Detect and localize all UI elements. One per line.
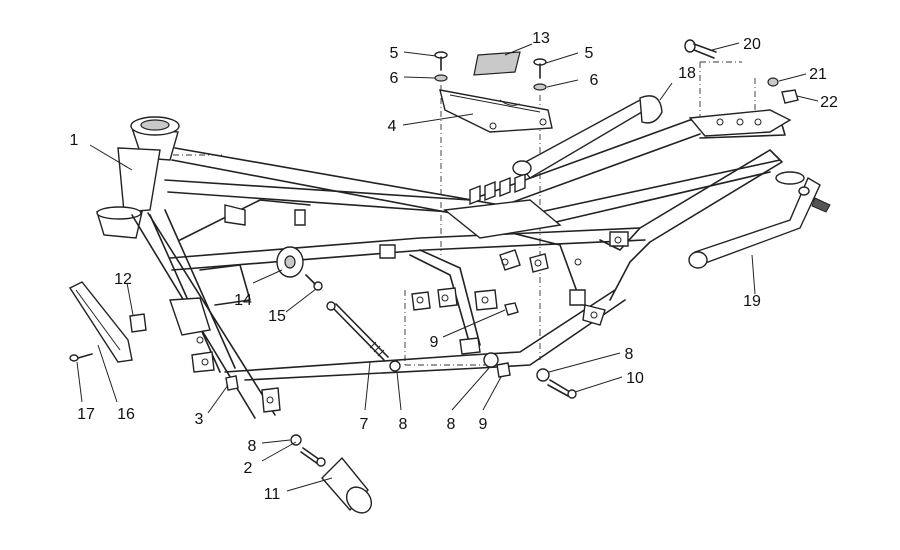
clip-12 (129, 313, 147, 333)
main-frame (96, 109, 792, 419)
callout-16: 16 (117, 406, 135, 423)
callout-17: 17 (77, 406, 95, 423)
nut-22 (781, 89, 799, 104)
screw-5-left (434, 51, 448, 71)
nut-8-c (483, 352, 499, 368)
nut-8-a (389, 360, 401, 372)
long-bolt-7 (326, 301, 389, 361)
callout-12: 12 (114, 271, 132, 288)
callout-8d: 8 (625, 346, 634, 363)
pad-part (473, 51, 521, 76)
nut-8-b (290, 434, 302, 446)
callout-labels: 1 2 3 4 5 5 6 6 7 8 8 8 8 9 9 10 11 12 1… (70, 30, 838, 503)
nut-9-a (504, 302, 519, 316)
callout-22: 22 (820, 94, 838, 111)
screw-5-right (533, 58, 547, 79)
callout-14: 14 (234, 292, 252, 309)
callout-3: 3 (195, 411, 204, 428)
callout-7: 7 (360, 416, 369, 433)
callout-6a: 6 (390, 70, 399, 87)
callout-5b: 5 (585, 45, 594, 62)
cover-plate-part (439, 89, 553, 133)
bolt-10 (547, 379, 577, 399)
chain-guard-16 (68, 281, 133, 363)
nut-9-b (496, 362, 511, 378)
callout-2: 2 (244, 460, 253, 477)
callout-8c: 8 (447, 416, 456, 433)
bushing-14 (276, 246, 304, 278)
sleeve-11 (321, 456, 373, 514)
callout-10: 10 (626, 370, 644, 387)
callout-9a: 9 (430, 334, 439, 351)
callout-1: 1 (70, 132, 79, 149)
callout-20: 20 (743, 36, 761, 53)
callout-11: 11 (264, 486, 281, 503)
callout-21: 21 (809, 66, 827, 83)
callout-5a: 5 (390, 45, 399, 62)
callout-13: 13 (532, 30, 550, 47)
callout-19: 19 (743, 293, 761, 310)
washer-21 (767, 77, 779, 87)
nut-8-d (536, 368, 550, 382)
screw-17 (69, 353, 93, 362)
steering-head (96, 116, 180, 239)
bolt-15 (305, 274, 323, 291)
callout-15: 15 (268, 308, 286, 325)
callout-18: 18 (678, 65, 696, 82)
callout-8a: 8 (248, 438, 257, 455)
callout-8b: 8 (399, 416, 408, 433)
fitting-3 (225, 375, 239, 391)
callout-6b: 6 (590, 72, 599, 89)
leader-lines (76, 42, 819, 492)
washer-6-right (533, 83, 547, 91)
callout-9b: 9 (479, 416, 488, 433)
washer-6-left (434, 74, 448, 82)
side-stand-part (688, 171, 821, 269)
stand-bolt (798, 186, 831, 213)
grab-strap-part (512, 95, 663, 179)
callout-4: 4 (388, 118, 397, 135)
bolt-2 (300, 447, 326, 467)
bolt-20 (684, 39, 717, 59)
